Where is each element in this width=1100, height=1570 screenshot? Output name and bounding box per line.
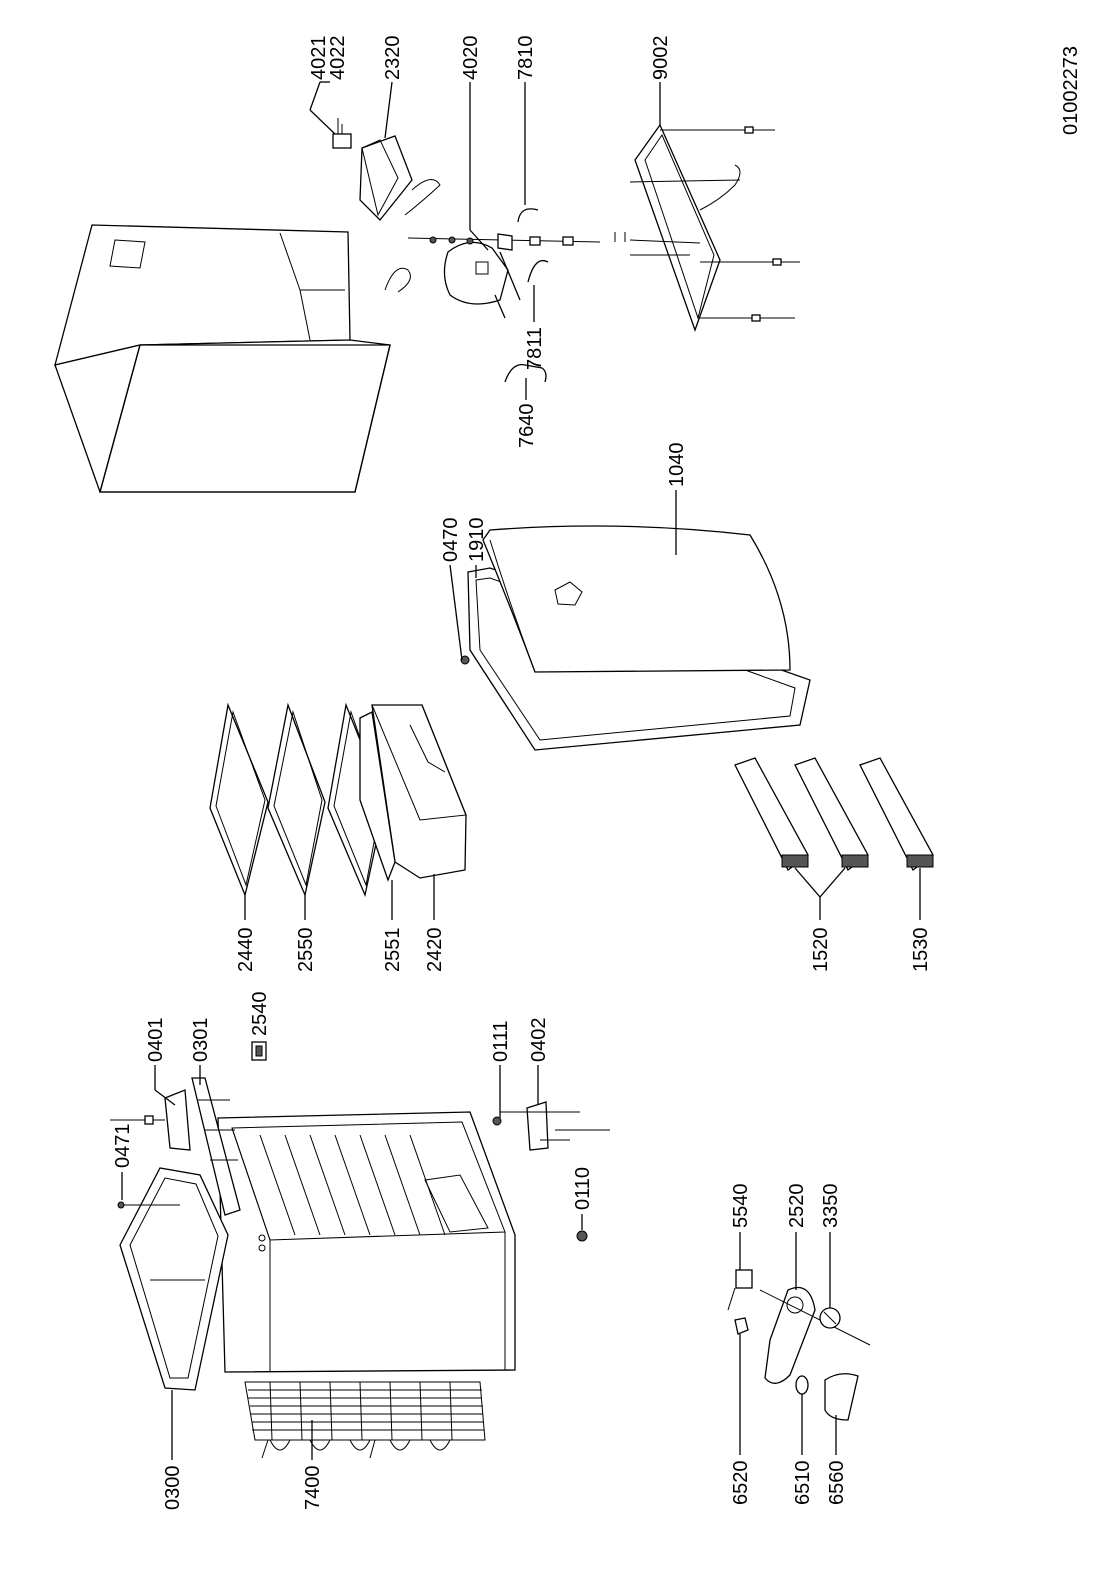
door-bin-part-1530 <box>859 757 934 871</box>
door-bin-part-1520a <box>734 757 809 871</box>
callout-4020: 4020 <box>460 36 482 81</box>
light-cover-part-6560 <box>824 1373 859 1421</box>
callout-2320: 2320 <box>382 36 404 81</box>
callout-1520: 1520 <box>810 928 832 973</box>
callout-1040: 1040 <box>666 443 688 488</box>
callout-4022: 4022 <box>327 36 349 81</box>
callout-4021: 4021 <box>308 36 330 81</box>
callout-2520: 2520 <box>786 1184 808 1229</box>
callout-0301: 0301 <box>190 1018 212 1063</box>
shelf-part-2550 <box>267 702 326 898</box>
lamp-holder-part-6520 <box>734 1317 749 1335</box>
bulb-part-6510 <box>795 1375 809 1395</box>
clip-part-7640 <box>504 363 547 383</box>
callout-0471: 0471 <box>112 1124 134 1169</box>
callout-2551: 2551 <box>382 928 404 973</box>
callout-2440: 2440 <box>235 928 257 973</box>
callout-7400: 7400 <box>302 1466 324 1511</box>
document-id: 01002273 <box>1060 46 1082 135</box>
switch-part-5540 <box>727 1269 753 1311</box>
callout-5540: 5540 <box>730 1184 752 1229</box>
callout-0402: 0402 <box>528 1018 550 1063</box>
callout-0401: 0401 <box>145 1018 167 1063</box>
callout-0470: 0470 <box>440 518 462 563</box>
door-bin-part-1520b <box>794 757 869 871</box>
foot-part-0111 <box>492 1116 502 1126</box>
callout-7640: 7640 <box>516 404 538 449</box>
callout-0300: 0300 <box>162 1466 184 1511</box>
compressor-cover-part <box>359 135 441 221</box>
callout-1910: 1910 <box>466 518 488 563</box>
callout-2550: 2550 <box>295 928 317 973</box>
callout-0110: 0110 <box>572 1167 594 1210</box>
callout-6520: 6520 <box>730 1461 752 1506</box>
cabinet-outer-box <box>54 224 391 493</box>
callout-6510: 6510 <box>792 1461 814 1506</box>
screw-part-0471 <box>117 1201 180 1209</box>
top-lid-part <box>119 1167 229 1391</box>
callout-2420: 2420 <box>424 928 446 973</box>
lamp-cover-part-2520 <box>759 1286 871 1384</box>
door-panel-part <box>482 525 791 673</box>
pin-part-0470 <box>460 655 470 665</box>
callout-2540: 2540 <box>249 992 271 1037</box>
callout-1530: 1530 <box>910 928 932 973</box>
main-cabinet-part <box>217 1111 516 1373</box>
callout-9002: 9002 <box>650 36 672 81</box>
callout-7810: 7810 <box>515 36 537 81</box>
drawer-part-2420 <box>359 704 467 882</box>
cable-part-7811 <box>527 259 549 283</box>
callout-0111: 0111 <box>490 1020 512 1062</box>
compressor-part <box>384 229 601 319</box>
callout-6560: 6560 <box>826 1461 848 1506</box>
cable-part-7810 <box>517 208 539 223</box>
plug-part-2540 <box>251 1041 267 1061</box>
shelf-part-2440 <box>209 702 269 898</box>
top-frame-part-0301 <box>191 1077 241 1216</box>
callout-3350: 3350 <box>820 1184 842 1229</box>
relay-part <box>309 81 352 149</box>
knob-part-3350 <box>819 1307 841 1329</box>
hinge-part-0401 <box>110 1089 191 1151</box>
base-plate-part <box>614 123 800 332</box>
leader-lines <box>121 81 921 1460</box>
callout-7811: 7811 <box>524 327 546 370</box>
foot-part-0110 <box>576 1230 588 1242</box>
hinge-part-0402 <box>500 1101 610 1151</box>
condenser-part <box>244 1381 486 1459</box>
